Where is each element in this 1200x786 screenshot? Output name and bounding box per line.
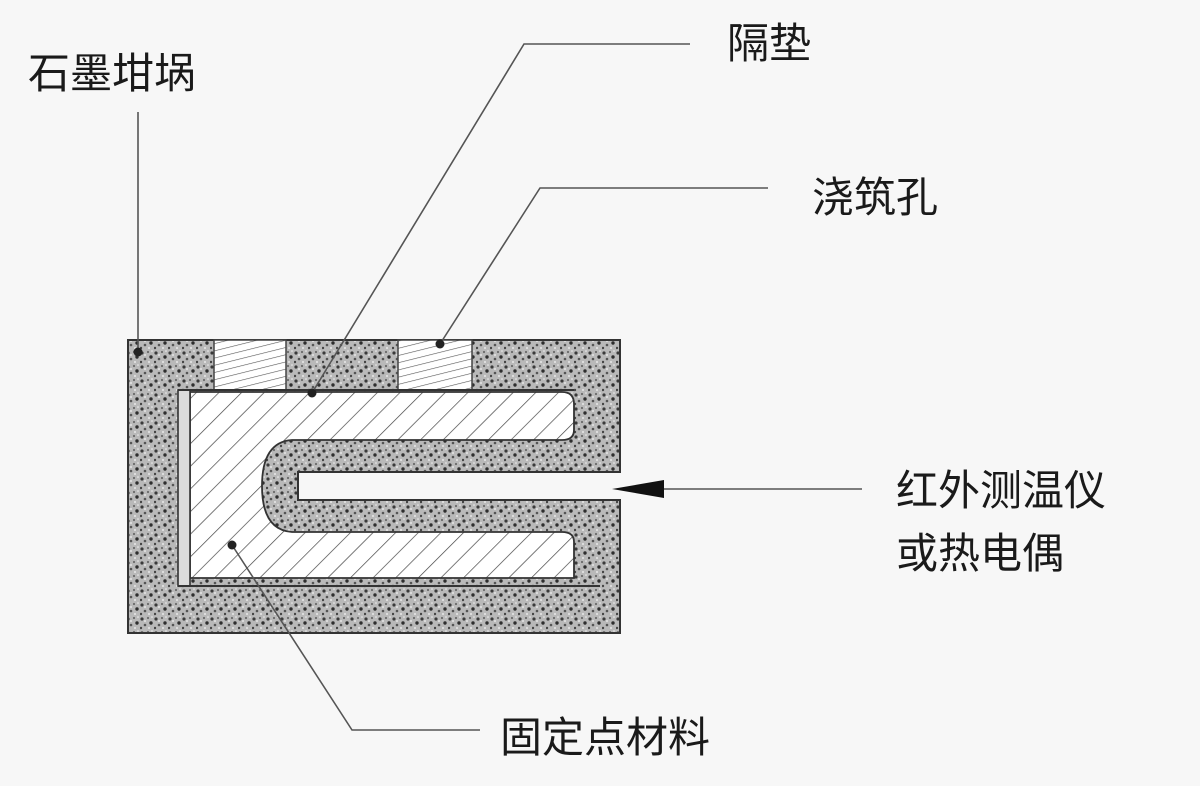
label-graphite-crucible: 石墨坩埚	[28, 49, 196, 98]
leader-dot-fixed-point	[227, 540, 237, 550]
pour-hole-right	[397, 339, 473, 391]
label-spacer: 隔垫	[727, 19, 811, 68]
sensor-arrow-head	[612, 480, 664, 498]
label-thermometer-line2: 或热电偶	[896, 529, 1064, 578]
fixed-point-material-region	[189, 391, 575, 579]
leader-dot-crucible	[133, 347, 143, 357]
spacer-strip	[177, 389, 191, 587]
pour-hole-left	[213, 339, 287, 391]
leader-dot-pour-hole	[435, 339, 445, 349]
label-thermometer-line1: 红外测温仪	[896, 466, 1106, 515]
leader-pour-hole	[439, 187, 768, 345]
leader-spacer	[311, 43, 690, 394]
leader-dot-spacer	[307, 388, 317, 398]
leader-fixed-point	[231, 544, 480, 731]
label-pour-hole: 浇筑孔	[812, 173, 938, 222]
label-fixed-point-material: 固定点材料	[500, 713, 710, 762]
